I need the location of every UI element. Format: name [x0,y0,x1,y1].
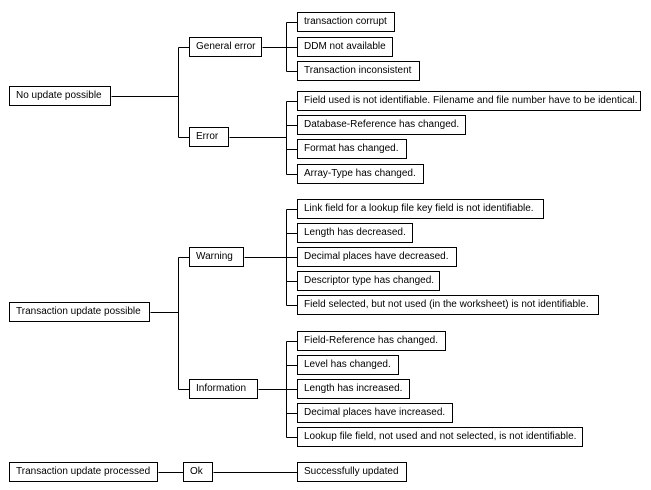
leaf-node-format-changed: Format has changed. [297,139,407,159]
leaf-node-level-changed: Level has changed. [297,355,399,375]
branch-node-information: Information [189,379,258,399]
leaf-node-length-increased: Length has increased. [297,379,410,399]
root-node-no-update-possible: No update possible [9,86,111,106]
leaf-node-field-selected-not-used: Field selected, but not used (in the wor… [297,295,599,315]
leaf-node-decimal-places-decreased: Decimal places have decreased. [297,247,457,267]
root-node-transaction-update-possible: Transaction update possible [9,302,150,322]
leaf-node-database-reference-changed: Database-Reference has changed. [297,115,466,135]
leaf-node-lookup-file-field-not-identifiable: Lookup file field, not used and not sele… [297,427,583,447]
leaf-node-field-reference-changed: Field-Reference has changed. [297,331,446,351]
branch-node-error: Error [189,127,229,147]
branch-node-ok: Ok [183,462,213,482]
leaf-node-array-type-changed: Array-Type has changed. [297,164,424,184]
leaf-node-ddm-not-available: DDM not available [297,37,393,57]
leaf-node-transaction-inconsistent: Transaction inconsistent [297,61,420,81]
leaf-node-decimal-places-increased: Decimal places have increased. [297,403,453,423]
leaf-node-successfully-updated: Successfully updated [297,462,407,482]
branch-node-warning: Warning [189,247,244,267]
root-node-transaction-update-processed: Transaction update processed [9,462,158,482]
leaf-node-field-used-not-identifiable: Field used is not identifiable. Filename… [297,91,641,111]
leaf-node-length-decreased: Length has decreased. [297,223,413,243]
branch-node-general-error: General error [189,37,262,57]
leaf-node-link-field-not-identifiable: Link field for a lookup file key field i… [297,199,544,219]
leaf-node-transaction-corrupt: transaction corrupt [297,12,395,32]
leaf-node-descriptor-type-changed: Descriptor type has changed. [297,271,440,291]
